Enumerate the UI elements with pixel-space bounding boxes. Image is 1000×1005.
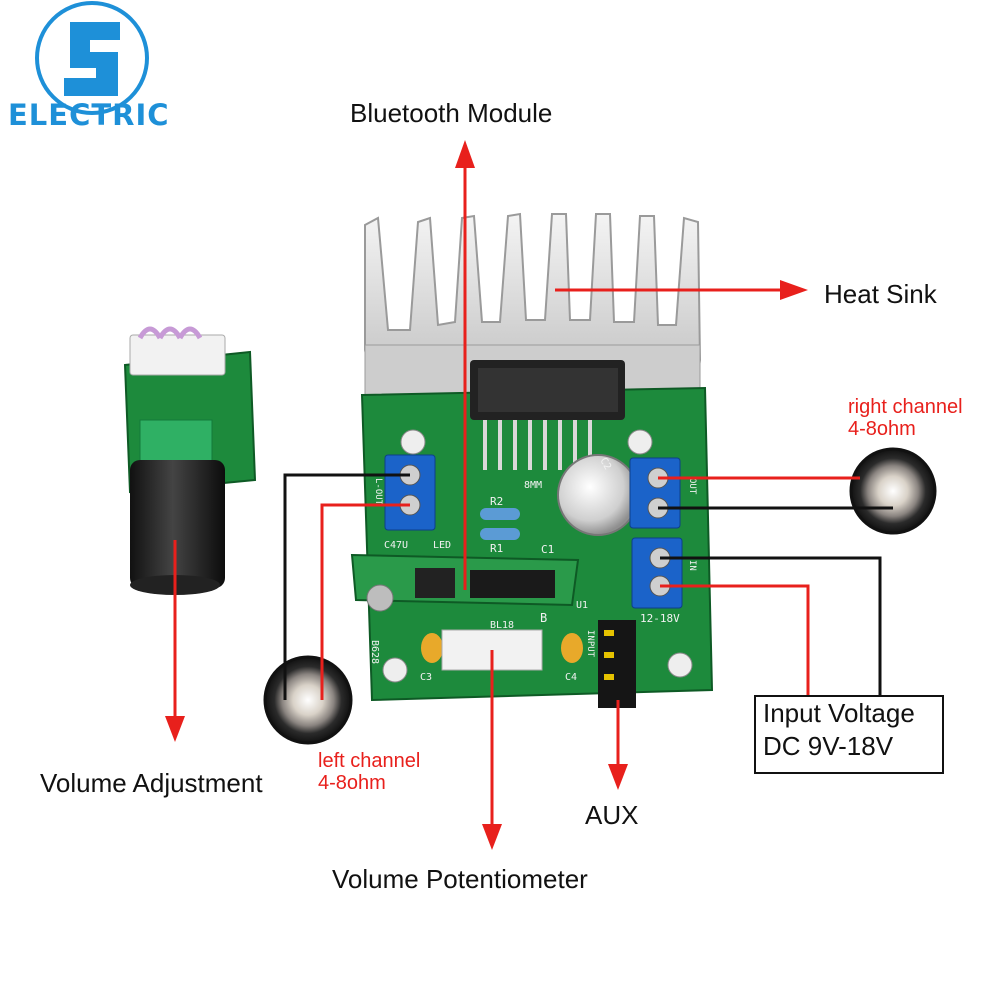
heat-sink-label: Heat Sink (824, 279, 937, 309)
silk-input: INPUT (585, 630, 595, 658)
red-wires (173, 160, 860, 830)
silk-c1: C1 (541, 543, 554, 556)
silk-u1: U1 (576, 600, 588, 611)
silk-c4: C4 (565, 672, 577, 683)
black-wires (283, 473, 893, 700)
left-channel-impedance: 4-8ohm (318, 772, 386, 794)
bluetooth-module-label: Bluetooth Module (350, 98, 553, 128)
silk-8mm: 8MM (524, 480, 542, 491)
volume-potentiometer-label: Volume Potentiometer (332, 864, 588, 894)
right-channel-impedance: 4-8ohm (848, 418, 916, 440)
silk-r2: R2 (490, 495, 503, 508)
silk-bl18: BL18 (490, 620, 514, 631)
silk-r1: R1 (490, 542, 503, 555)
silk-c2: C2 (597, 456, 613, 472)
silk-12-18v: 12-18V (640, 612, 680, 625)
silk-b628: B628 (369, 640, 380, 664)
arrowheads (165, 140, 808, 850)
silk-in: IN (687, 560, 697, 571)
logo (35, 1, 149, 115)
input-voltage-line1: Input Voltage (763, 698, 915, 728)
volume-adjustment-module (123, 326, 257, 595)
volume-adjustment-label: Volume Adjustment (40, 768, 263, 798)
silk-l-out: L-OUT (373, 478, 383, 506)
right-channel-label: right channel 4-8ohm (848, 396, 963, 440)
logo-text: ELECTRIC (8, 98, 170, 132)
silk-b: B (540, 611, 547, 625)
left-channel-text: left channel (318, 750, 421, 772)
input-voltage-line2: DC 9V-18V (763, 731, 894, 761)
right-channel-text: right channel (848, 396, 963, 418)
amplifier-board: R2 R1 C1 8MM C47U LED 12-18V C3 C4 U1 BL… (360, 360, 714, 708)
aux-label: AUX (585, 800, 639, 830)
left-channel-label: left channel 4-8ohm (318, 750, 420, 794)
input-voltage-box: Input Voltage DC 9V-18V (754, 695, 944, 774)
silk-c3: C3 (420, 672, 432, 683)
silk-out: OUT (687, 478, 697, 495)
silk-led: LED (433, 540, 451, 551)
right-speaker (849, 447, 937, 535)
silk-c47u: C47U (384, 540, 408, 551)
left-speaker (263, 655, 353, 745)
